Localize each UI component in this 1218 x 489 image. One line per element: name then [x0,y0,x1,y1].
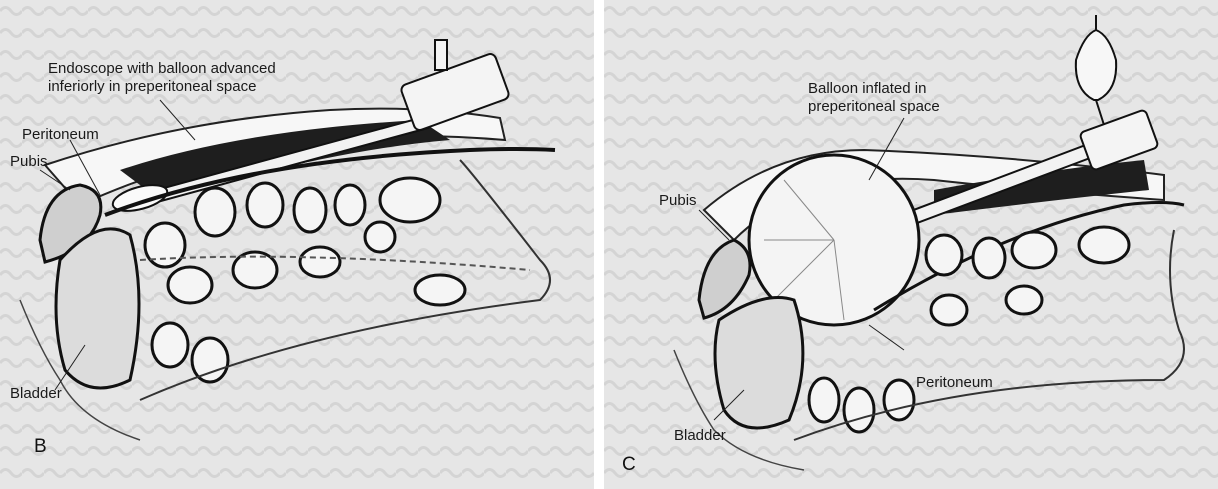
label-pubis-b: Pubis [10,153,48,171]
label-endoscope-line1: Endoscope with balloon advanced [48,60,276,78]
label-balloon-line1: Balloon inflated in [808,80,926,98]
label-endoscope-line2: inferiorly in preperitoneal space [48,78,256,96]
panel-c-illustration [604,0,1218,489]
label-bladder-b: Bladder [10,385,62,403]
endoscope-port [435,40,447,70]
panel-c: Balloon inflated in preperitoneal space … [604,0,1218,489]
panel-b: Endoscope with balloon advanced inferior… [0,0,594,489]
label-peritoneum-b: Peritoneum [22,126,99,144]
bladder [715,298,803,429]
bladder [56,229,139,388]
panel-letter-c: C [622,454,636,476]
label-balloon-line2: preperitoneal space [808,98,940,116]
label-bladder-c: Bladder [674,427,726,445]
panel-letter-b: B [34,436,47,458]
label-peritoneum-c: Peritoneum [916,374,993,392]
label-pubis-c: Pubis [659,192,697,210]
